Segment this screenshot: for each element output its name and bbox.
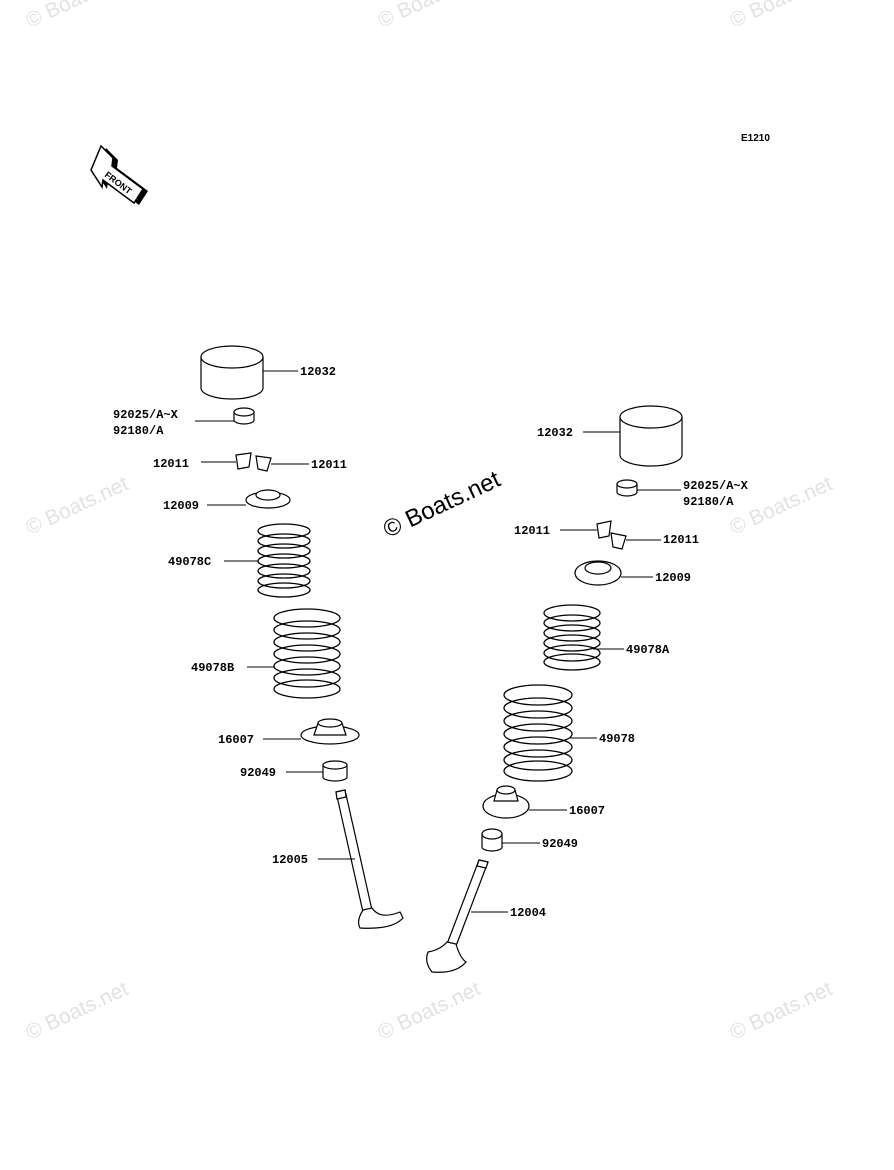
left-valve [335, 789, 404, 929]
right-shim-label-1: 92025/A~X [683, 479, 749, 493]
left-outer-spring-label: 49078B [191, 661, 234, 675]
left-valve-seal [322, 760, 348, 782]
left-tappet [200, 345, 264, 400]
watermark-text: © Boats.net [374, 0, 484, 33]
left-retainer-label: 12009 [163, 499, 199, 513]
right-keeper-label-left: 12011 [514, 524, 550, 538]
right-keeper-label-right: 12011 [663, 533, 699, 547]
right-valve [426, 859, 489, 973]
left-valve-label: 12005 [272, 853, 308, 867]
right-retainer [574, 560, 622, 586]
right-retainer-label: 12009 [655, 571, 691, 585]
right-shim [616, 479, 638, 497]
center-watermark: © Boats.net [379, 466, 505, 544]
watermark-text: © Boats.net [22, 977, 132, 1044]
right-outer-spring-label: 49078 [599, 732, 635, 746]
right-inner-spring [543, 604, 601, 671]
front-arrow-icon: FRONT [90, 144, 148, 205]
diagram-code: E1210 [741, 133, 770, 144]
left-retainer [245, 489, 291, 509]
right-valve-assembly: 12032 92025/A~X 92180/A 12011 12011 1200… [426, 405, 749, 973]
right-valve-label: 12004 [510, 906, 546, 920]
left-shim [233, 407, 255, 425]
watermark-text: © Boats.net [726, 977, 836, 1044]
left-valve-assembly: 12032 92025/A~X 92180/A 12011 12011 1200… [113, 345, 404, 929]
left-valve-seal-label: 92049 [240, 766, 276, 780]
left-spring-seat-label: 16007 [218, 733, 254, 747]
left-spring-seat [300, 718, 360, 745]
watermark-text: © Boats.net [22, 0, 132, 33]
right-valve-seal [481, 828, 503, 852]
right-outer-spring [503, 684, 573, 782]
left-shim-label-2: 92180/A [113, 424, 164, 438]
left-keeper-label-right: 12011 [311, 458, 347, 472]
right-spring-seat-label: 16007 [569, 804, 605, 818]
left-shim-label-1: 92025/A~X [113, 408, 179, 422]
right-tappet-label: 12032 [537, 426, 573, 440]
watermark-text: © Boats.net [22, 472, 132, 539]
right-valve-seal-label: 92049 [542, 837, 578, 851]
left-keepers [235, 452, 272, 472]
left-inner-spring [257, 523, 311, 598]
left-inner-spring-label: 49078C [168, 555, 211, 569]
left-tappet-label: 12032 [300, 365, 336, 379]
right-shim-label-2: 92180/A [683, 495, 734, 509]
watermark-text: © Boats.net [726, 0, 836, 33]
watermark-text: © Boats.net [374, 977, 484, 1044]
right-spring-seat [482, 785, 530, 819]
left-outer-spring [273, 608, 341, 699]
right-keepers [596, 520, 627, 550]
right-tappet [619, 405, 683, 467]
left-keeper-label-left: 12011 [153, 457, 189, 471]
right-inner-spring-label: 49078A [626, 643, 670, 657]
